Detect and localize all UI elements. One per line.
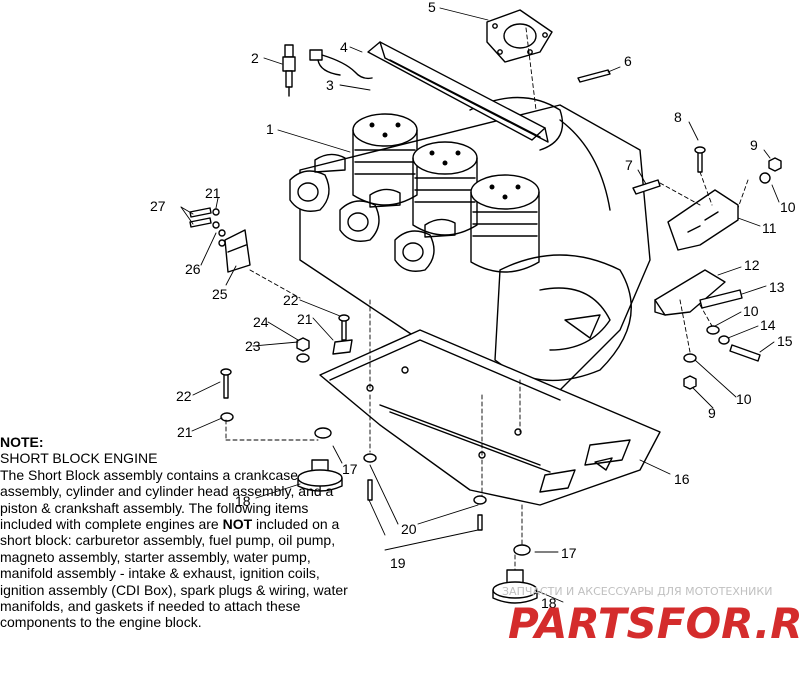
callout-19: 19 xyxy=(390,555,406,571)
callout-labels: 1 2 3 4 5 6 8 7 9 10 11 12 13 10 14 15 1… xyxy=(150,0,796,611)
callout-8: 8 xyxy=(674,109,682,125)
callout-13: 13 xyxy=(769,279,785,295)
cylinder-head-gasket xyxy=(486,9,553,63)
watermark: ЗАПЧАСТИ И АКСЕССУАРЫ ДЛЯ МОТОТЕХНИКИ PA… xyxy=(502,585,800,648)
callout-14: 14 xyxy=(760,317,776,333)
callout-3: 3 xyxy=(326,77,334,93)
rubber-mount-left xyxy=(297,459,343,492)
callout-17-left: 17 xyxy=(342,461,358,477)
callout-22-mid: 22 xyxy=(283,292,299,308)
leader-lines xyxy=(180,7,780,603)
intake-ports xyxy=(289,153,456,272)
water-manifold-rail xyxy=(367,41,549,143)
note-body-after: included on a short block: carburetor as… xyxy=(0,516,348,631)
note-body: The Short Block assembly contains a cran… xyxy=(0,467,360,631)
callout-21-mid: 21 xyxy=(297,311,313,327)
callout-6: 6 xyxy=(624,53,632,69)
callout-23: 23 xyxy=(245,338,261,354)
callout-27: 27 xyxy=(150,198,166,214)
callout-16: 16 xyxy=(674,471,690,487)
watermark-tagline: ЗАПЧАСТИ И АКСЕССУАРЫ ДЛЯ МОТОТЕХНИКИ xyxy=(502,585,772,598)
callout-9-upper: 9 xyxy=(750,137,758,153)
callout-18-right: 18 xyxy=(541,595,557,611)
callout-4: 4 xyxy=(340,39,348,55)
mount-bracket-left xyxy=(189,207,251,273)
note-title: NOTE: xyxy=(0,434,44,450)
short-block-note: NOTE: SHORT BLOCK ENGINE The Short Block… xyxy=(0,434,360,631)
mount-bracket-lower xyxy=(654,269,761,390)
callout-11: 11 xyxy=(762,220,777,236)
callout-5: 5 xyxy=(428,0,436,15)
callout-10-lower: 10 xyxy=(736,391,752,407)
callout-22-lower: 22 xyxy=(176,388,192,404)
note-body-before: The Short Block assembly contains a cran… xyxy=(0,466,334,533)
callout-21-upper: 21 xyxy=(205,185,221,201)
mount-bracket-upper xyxy=(632,146,782,251)
callout-20: 20 xyxy=(401,521,417,537)
engine-mount-plate xyxy=(319,329,661,506)
note-emphasis: NOT xyxy=(222,516,253,533)
callout-10-upper: 10 xyxy=(780,199,796,215)
callout-24: 24 xyxy=(253,314,269,330)
callout-1: 1 xyxy=(266,121,274,137)
dashed-assembly-lines xyxy=(225,27,749,571)
coil-wire xyxy=(309,49,373,80)
watermark-brand: PARTSFOR.RU xyxy=(508,599,800,648)
callout-21-lower: 21 xyxy=(177,424,193,440)
callout-7: 7 xyxy=(625,157,633,173)
callout-25: 25 xyxy=(212,286,228,302)
rubber-mount-right xyxy=(492,569,538,604)
callout-12: 12 xyxy=(744,257,760,273)
callout-10-mid: 10 xyxy=(743,303,759,319)
callout-18-left: 18 xyxy=(235,493,251,509)
callout-15: 15 xyxy=(777,333,793,349)
callout-26: 26 xyxy=(185,261,201,277)
small-hardware xyxy=(220,314,531,556)
callout-17-right: 17 xyxy=(561,545,577,561)
pin-6 xyxy=(577,69,611,83)
cylinders xyxy=(352,113,540,273)
spark-plug xyxy=(282,44,296,97)
callout-2: 2 xyxy=(251,50,259,66)
callout-9-lower: 9 xyxy=(708,405,716,421)
note-heading: SHORT BLOCK ENGINE xyxy=(0,450,158,467)
